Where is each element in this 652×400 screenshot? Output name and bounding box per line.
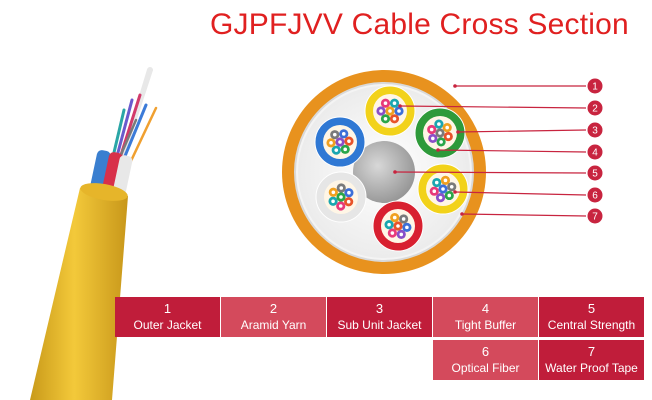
sub-unit bbox=[364, 85, 416, 137]
callout-marker: 2 bbox=[398, 100, 603, 116]
tight-buffer-fiber bbox=[331, 145, 341, 155]
tight-buffer-fiber bbox=[326, 138, 336, 148]
callout-number: 4 bbox=[592, 148, 598, 159]
tight-buffer-fiber bbox=[427, 124, 437, 135]
callout-number: 3 bbox=[592, 126, 598, 137]
tight-buffer-fiber bbox=[335, 137, 345, 147]
callout-marker: 5 bbox=[393, 165, 603, 181]
callout-badge bbox=[587, 100, 603, 116]
tight-buffer-fiber bbox=[330, 130, 340, 140]
legend-number: 1 bbox=[163, 301, 172, 316]
callout-badge bbox=[587, 78, 603, 94]
tight-buffer-fiber bbox=[443, 131, 453, 142]
tight-buffer-fiber bbox=[328, 196, 338, 206]
tight-buffer-fiber bbox=[344, 136, 354, 146]
tight-buffer-fiber bbox=[380, 114, 391, 124]
legend-label: Sub Unit Jacket bbox=[337, 318, 422, 332]
tight-buffer-fiber bbox=[376, 106, 386, 116]
tight-buffer-fiber bbox=[402, 222, 412, 232]
callout-number: 1 bbox=[592, 82, 598, 93]
callout-marker: 3 bbox=[456, 122, 603, 138]
sub-unit bbox=[372, 200, 424, 252]
tight-buffer-fiber bbox=[339, 129, 349, 139]
tight-buffer-fiber bbox=[435, 128, 445, 138]
tight-buffer-fiber bbox=[435, 193, 446, 203]
legend-item-optical-fiber: 6 Optical Fiber bbox=[433, 340, 538, 380]
tight-buffer-fiber bbox=[344, 188, 354, 198]
tight-buffer-fiber bbox=[438, 184, 448, 194]
tight-buffer-fiber bbox=[442, 122, 452, 133]
central-strength-member bbox=[353, 141, 415, 203]
legend-item-aramid-yarn: 2 Aramid Yarn bbox=[221, 297, 326, 337]
legend-number: 6 bbox=[481, 344, 490, 359]
tight-buffer-fiber bbox=[440, 175, 451, 185]
legend-number: 7 bbox=[587, 344, 596, 359]
callout-badge bbox=[587, 187, 603, 203]
callout-marker: 6 bbox=[453, 187, 603, 203]
tight-buffer-fiber bbox=[436, 137, 446, 147]
legend-label: Optical Fiber bbox=[451, 361, 520, 375]
callout-marker: 7 bbox=[460, 208, 603, 224]
tight-buffer-fiber bbox=[389, 114, 400, 124]
legend-number: 5 bbox=[587, 301, 596, 316]
callout-leaders: 1 2 3 4 5 6 7 bbox=[393, 78, 603, 224]
tight-buffer-fiber bbox=[434, 119, 444, 129]
callout-marker: 4 bbox=[436, 144, 603, 160]
tight-buffer-fiber bbox=[429, 186, 439, 196]
tight-buffer-fiber bbox=[444, 190, 454, 201]
tight-buffer-fiber bbox=[389, 98, 400, 108]
sub-unit bbox=[417, 163, 469, 215]
sub-unit bbox=[314, 116, 366, 168]
legend-item-tight-buffer: 4 Tight Buffer bbox=[433, 297, 538, 337]
callout-number: 7 bbox=[592, 212, 598, 223]
legend-item-water-proof-tape: 7 Water Proof Tape bbox=[539, 340, 644, 380]
cable-side-view bbox=[30, 67, 158, 400]
tight-buffer-fiber bbox=[328, 187, 338, 197]
tight-buffer-fiber bbox=[344, 197, 354, 207]
tight-buffer-fiber bbox=[385, 106, 395, 116]
legend-item-outer-jacket: 1 Outer Jacket bbox=[115, 297, 220, 337]
yellow-cable-jacket bbox=[30, 188, 128, 400]
sub-unit bbox=[315, 171, 367, 223]
legend-label: Outer Jacket bbox=[133, 318, 202, 332]
tight-buffer-fiber bbox=[393, 221, 403, 231]
legend-label: Central Strength bbox=[547, 318, 636, 332]
callout-badge bbox=[587, 122, 603, 138]
callout-number: 6 bbox=[592, 191, 598, 202]
tight-buffer-fiber bbox=[380, 98, 391, 108]
legend-row-1: 1 Outer Jacket 2 Aramid Yarn 3 Sub Unit … bbox=[115, 297, 645, 337]
legend-label: Water Proof Tape bbox=[545, 361, 638, 375]
tight-buffer-fiber bbox=[340, 144, 350, 154]
page-title: GJPFJVV Cable Cross Section bbox=[210, 8, 629, 41]
tight-buffer-fiber bbox=[394, 106, 404, 116]
tight-buffer-fiber bbox=[432, 177, 442, 188]
callout-number: 5 bbox=[592, 169, 598, 180]
legend-item-central-strength: 5 Central Strength bbox=[539, 297, 644, 337]
callout-badge bbox=[587, 208, 603, 224]
callout-marker: 1 bbox=[453, 78, 603, 94]
legend-number: 2 bbox=[269, 301, 278, 316]
tight-buffer-fiber bbox=[390, 213, 400, 223]
tight-buffer-fiber bbox=[387, 228, 397, 238]
tight-buffer-fiber bbox=[336, 192, 346, 202]
legend-item-sub-unit-jacket: 3 Sub Unit Jacket bbox=[327, 297, 432, 337]
tight-buffer-fiber bbox=[384, 220, 394, 230]
tight-buffer-fiber bbox=[336, 183, 346, 193]
callout-badge bbox=[587, 144, 603, 160]
legend-row-2: 6 Optical Fiber 7 Water Proof Tape bbox=[115, 340, 645, 380]
tight-buffer-fiber bbox=[396, 229, 406, 239]
tight-buffer-fiber bbox=[336, 201, 346, 211]
tight-buffer-fiber bbox=[399, 214, 409, 224]
cross-section bbox=[282, 70, 486, 274]
sub-unit bbox=[414, 107, 466, 159]
legend-label: Tight Buffer bbox=[454, 318, 517, 332]
legend-label: Aramid Yarn bbox=[240, 318, 307, 332]
callout-number: 2 bbox=[592, 104, 598, 115]
legend-number: 4 bbox=[481, 301, 490, 316]
callout-badge bbox=[587, 165, 603, 181]
tight-buffer-fiber bbox=[428, 133, 438, 144]
legend-number: 3 bbox=[375, 301, 384, 316]
tight-buffer-fiber bbox=[447, 182, 457, 192]
